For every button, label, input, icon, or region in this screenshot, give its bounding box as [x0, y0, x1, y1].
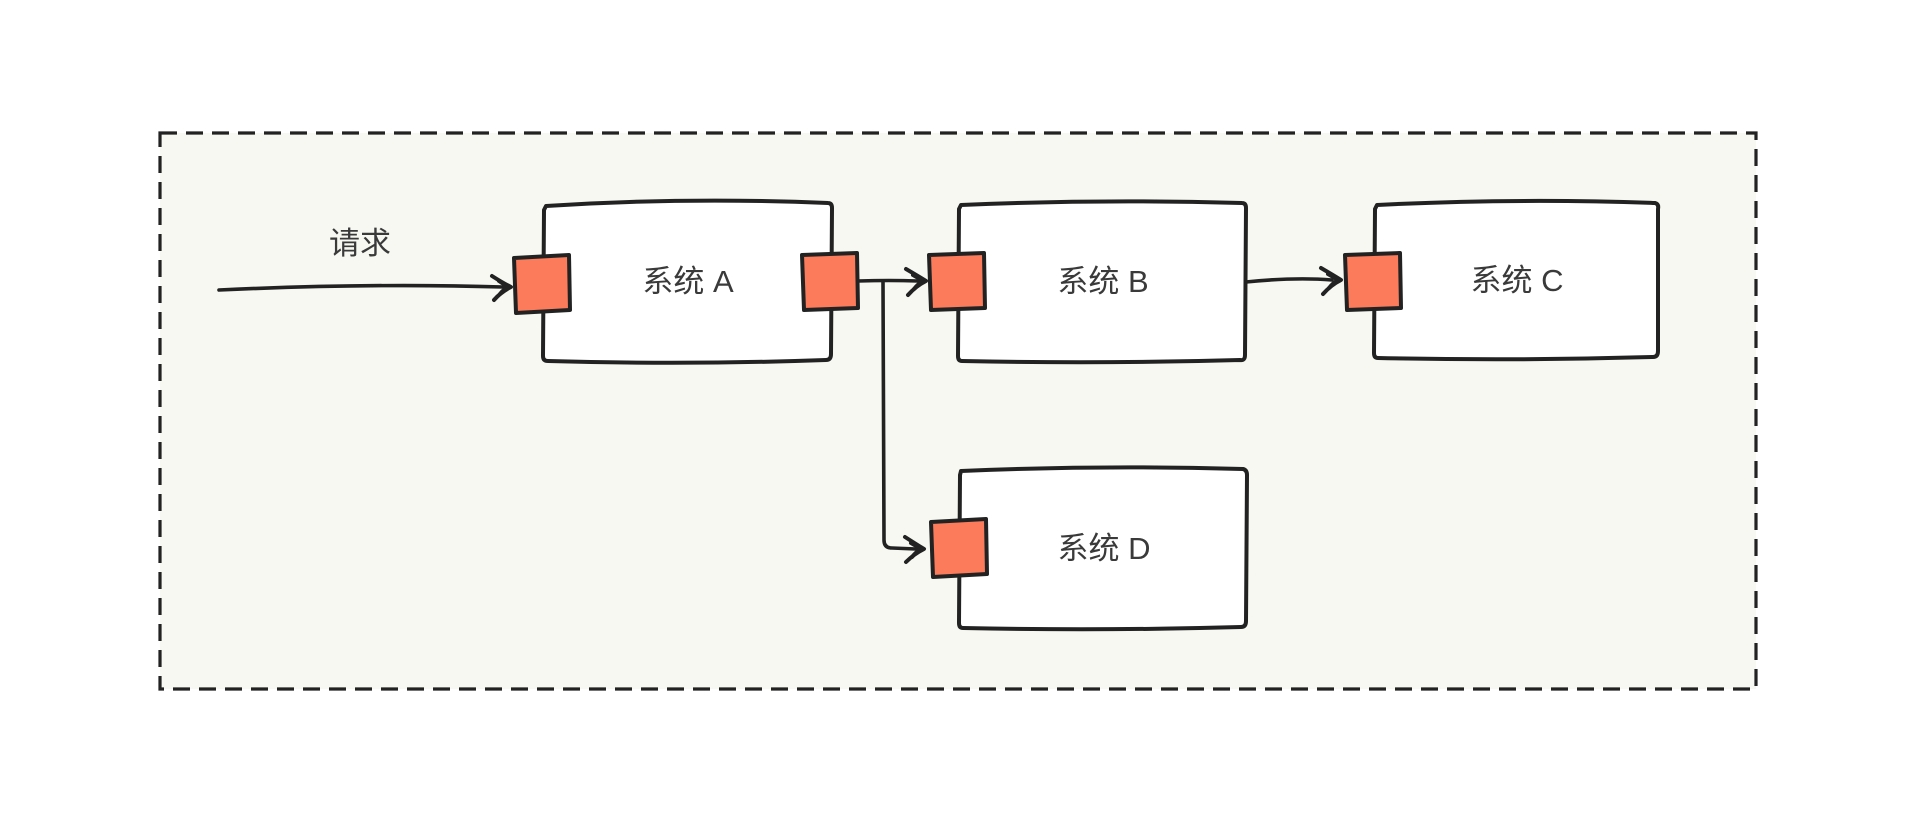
edge-a-b	[856, 267, 928, 297]
edge-request-line	[217, 283, 505, 292]
edge-b-c-line	[1244, 277, 1334, 284]
node-system-a-label: 系统 A	[642, 264, 734, 299]
node-system-d-box	[957, 465, 1249, 632]
edge-a-d-line	[881, 280, 918, 551]
edge-request-arrowhead-inner-icon	[497, 279, 510, 296]
node-system-c: 系统 C	[1343, 198, 1661, 362]
edge-request: 请求	[217, 226, 513, 302]
node-system-a-port-in-square	[512, 253, 572, 315]
node-system-c-port-in-square	[1343, 251, 1403, 312]
edge-a-d	[881, 280, 926, 564]
node-system-d-label: 系统 D	[1058, 531, 1151, 566]
node-system-a-port-out-square	[800, 251, 860, 312]
edge-a-d-arrowhead-inner-icon	[909, 541, 923, 559]
node-system-c-label: 系统 C	[1471, 263, 1564, 298]
node-system-b-port-in-square	[927, 251, 987, 312]
node-system-a: 系统 A	[512, 198, 860, 365]
node-system-b: 系统 B	[927, 199, 1248, 365]
edge-request-label: 请求	[329, 226, 391, 261]
node-system-a-box	[541, 198, 834, 365]
node-system-c-box	[1372, 198, 1661, 362]
edge-a-b-arrowhead-inner-icon	[911, 273, 925, 291]
edge-b-c-arrowhead-inner-icon	[1326, 272, 1340, 290]
node-system-d-port-in-square	[929, 517, 989, 579]
node-system-d: 系统 D	[929, 465, 1249, 632]
edge-b-c	[1244, 266, 1343, 296]
node-system-b-label: 系统 B	[1057, 264, 1148, 299]
edge-a-b-line	[856, 278, 920, 283]
node-system-b-box	[956, 199, 1248, 365]
